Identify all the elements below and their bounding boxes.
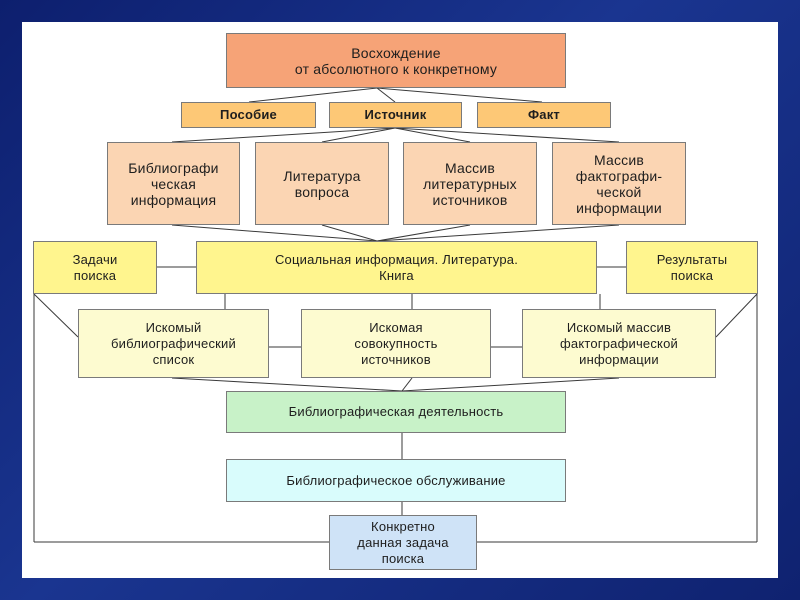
box-literary-sources: Массив литературных источников <box>403 142 537 225</box>
box-literature-question: Литература вопроса <box>255 142 389 225</box>
box-specific-task: Конкретно данная задача поиска <box>329 515 477 570</box>
box-factographic-sought: Искомый массив фактографической информац… <box>522 309 716 378</box>
top-box: Восхождение от абсолютного к конкретному <box>226 33 566 88</box>
box-search-results: Результаты поиска <box>626 241 758 294</box>
box-bibliographic-activity: Библиографическая деятельность <box>226 391 566 433</box>
box-istochnik: Источник <box>329 102 462 128</box>
box-search-tasks: Задачи поиска <box>33 241 157 294</box>
connector-lines <box>33 87 758 543</box>
box-social-info: Социальная информация. Литература. Книга <box>196 241 597 294</box>
box-fakt: Факт <box>477 102 611 128</box>
diagram-panel: Восхождение от абсолютного к конкретному… <box>22 22 778 578</box>
box-bibliographic-service: Библиографическое обслуживание <box>226 459 566 502</box>
box-bibliographic-list: Искомый библиографический список <box>78 309 269 378</box>
box-sources-set: Искомая совокупность источников <box>301 309 491 378</box>
box-factographic-array: Массив фактографи- ческой информации <box>552 142 686 225</box>
box-bibliographic-info: Библиографи ческая информация <box>107 142 240 225</box>
box-posobie: Пособие <box>181 102 316 128</box>
